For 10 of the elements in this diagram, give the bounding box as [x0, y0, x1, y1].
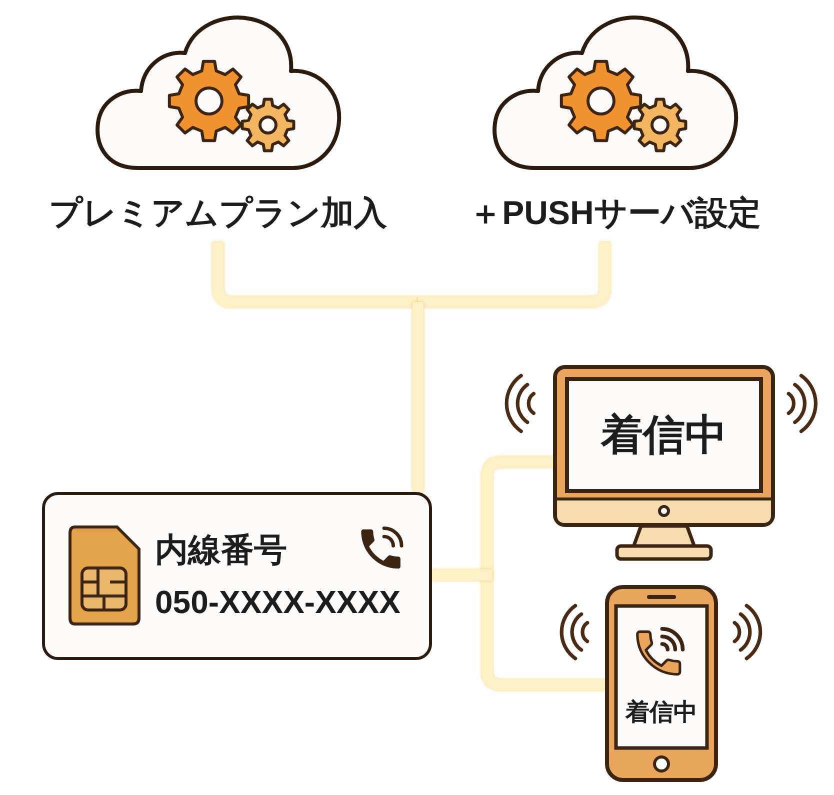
phone-number: 050-XXXX-XXXX [155, 584, 400, 621]
cloud-label: ＋PUSHサーバ設定 [469, 194, 761, 232]
screen-text: 着信中 [601, 410, 727, 460]
sim-info-card [42, 492, 432, 660]
card-title: 内線番号 [155, 531, 287, 569]
screen-text: 着信中 [626, 699, 698, 727]
smartphone [605, 585, 718, 782]
desktop-monitor [553, 365, 775, 562]
cloud-label: プレミアムプラン加入 [49, 194, 387, 232]
connector-line [418, 242, 610, 308]
